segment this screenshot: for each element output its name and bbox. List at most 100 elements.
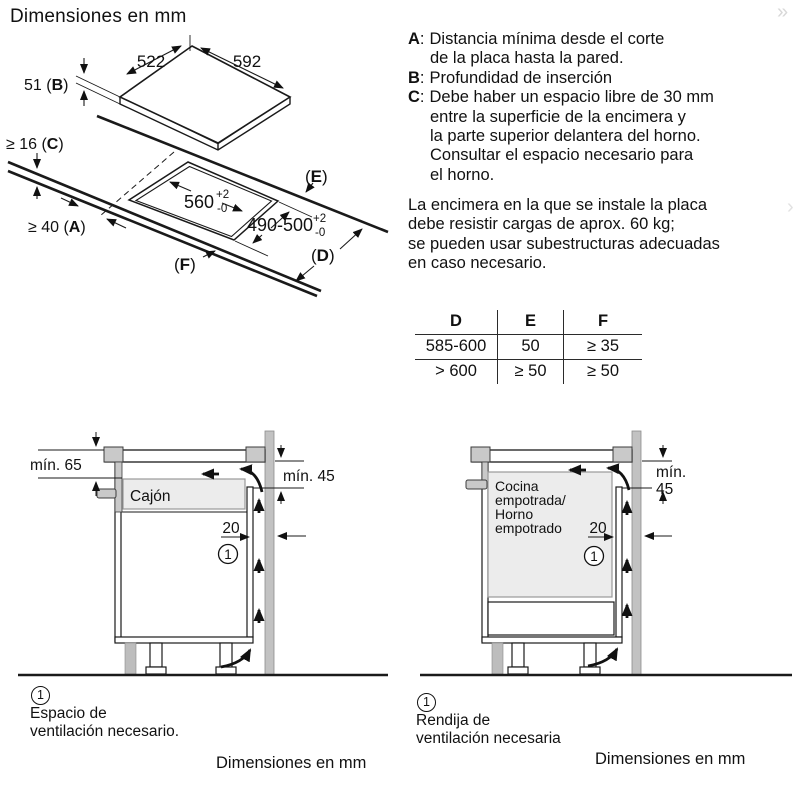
def-dimensions-table: D E F 585-600 50 ≥ 35 > 600 ≥ 50 ≥ 50 [415,310,642,384]
dim-min45: mín. 45 [283,468,335,485]
worktop-slab [7,114,389,298]
cabinet-back-panel [246,486,254,638]
dim-490-500-sub: -0 [315,227,325,239]
oven-label-line: Cocina [495,478,539,494]
cell-f2: ≥ 50 [563,359,642,384]
footnote-marker: 1 [31,686,50,705]
dim-min-label: mín. [656,464,686,481]
paragraph-line: La encimera en la que se instale la plac… [408,196,708,214]
caption-line: ventilación necesario. [30,723,180,740]
oven-label-line: empotrado [495,520,562,536]
cabinet-bottom [114,636,254,644]
column-header-d: D [415,310,498,335]
dim-560-sup: +2 [216,189,229,201]
hob-edge-right [245,446,266,463]
vent-marker-number: 1 [224,547,232,562]
note-a: A:Distancia mínima desde el corte [408,30,665,48]
airflow-arrows [201,464,265,669]
dim-gap20: 20 [589,520,607,537]
dim-490-500-sup: +2 [313,213,326,225]
page-title: Dimensiones en mm [10,6,187,27]
cabinet [481,462,623,675]
cabinet-back-panel [615,486,623,638]
units-note-left: Dimensiones en mm [216,754,367,772]
wall [264,430,275,676]
airflow-arrows [568,463,633,668]
column-header-f: F [563,310,642,335]
dimension-lines [588,445,672,541]
note-c-line5: el horno. [430,165,495,184]
dim-min-value: 45 [656,481,673,498]
dim-min65: mín. 65 [30,457,82,474]
drawer-box [122,478,246,510]
gallery-next-icon[interactable]: » [777,1,789,23]
note-c-line3: la parte superior delantera del horno. [430,127,701,146]
cutout-opening [127,161,313,257]
table-row: > 600 ≥ 50 ≥ 50 [415,359,642,384]
dim-51b: 51 (B) [24,77,68,94]
cell-e2: ≥ 50 [497,359,564,384]
hob-front-strip [481,461,489,483]
left-caption: Espacio de ventilación necesario. [30,705,179,741]
legend-notes: A:Distancia mínima desde el corte de la … [408,30,714,185]
dim-592: 592 [233,52,261,71]
dim-490-500: 490-500 [247,215,313,235]
note-c-line2: entre la superficie de la encimera y [430,107,686,126]
handle [96,488,117,499]
plinth [124,642,137,675]
dim-560-sub: -0 [217,203,227,215]
column-header-e: E [497,310,564,335]
label-e: (E) [305,167,328,186]
dimension-arrows [33,35,363,282]
cell-d1: 585-600 [415,334,498,360]
hob-front-strip [114,461,123,513]
load-capacity-paragraph: La encimera en la que se instale la plac… [408,196,720,274]
oven-box [487,471,613,598]
plinth [491,642,504,675]
leg-foot [507,666,529,675]
dim-40a: ≥ 40 (A) [28,219,86,236]
paragraph-line: en caso necesario. [408,254,547,273]
lower-drawer [487,601,615,636]
cell-e1: 50 [497,334,564,360]
hob-edge-right [612,446,633,463]
cabinet-bottom [481,636,623,644]
caption-line: Rendija de [416,712,491,729]
hob-edge-left [470,446,491,463]
oven-label-line: Horno [495,506,533,522]
label-f: (F) [174,255,196,274]
drawer-label: Cajón [130,488,171,505]
dim-522: 522 [137,52,165,71]
caption-line: ventilación necesaria [416,730,561,747]
paragraph-line: debe resistir cargas de aprox. 60 kg; [408,215,675,234]
cabinet-leg [511,642,525,668]
countertop [471,449,633,463]
paragraph-line: se pueden usar subestructuras adecuadas [408,234,720,253]
note-c-line4: Consultar el espacio necesario para [430,146,694,165]
cutout-extension-dashed-line [99,151,175,217]
ventilation-diagram-drawer: Cajón mín. 65 mín. 45 20 1 [18,430,388,677]
leg-foot [579,666,601,675]
vent-marker-circle [217,543,239,565]
dim-gap20: 20 [222,520,240,537]
leg-foot [145,666,167,675]
table-row: 585-600 50 ≥ 35 [415,334,642,360]
gallery-next-icon-2[interactable]: › [787,196,794,218]
cell-d2: > 600 [435,362,477,380]
isometric-cutout-diagram: 522 592 51 (B) ≥ 16 (C) ≥ 40 (A) (E) (F)… [6,35,389,298]
leg-foot [215,666,237,675]
handle [465,479,488,490]
wall [631,430,642,676]
units-note-right: Dimensiones en mm [595,750,746,768]
vent-marker-circle [583,545,605,567]
oven-label-line: empotrada/ [495,492,566,508]
note-b: B:Profundidad de inserción [408,68,613,87]
vent-marker-number: 1 [590,549,598,564]
cabinet-leg [149,642,163,668]
caption-line: Espacio de [30,705,107,722]
note-a-line2: de la placa hasta la pared. [430,49,624,68]
ventilation-diagram-oven: Cocina empotrada/ Horno empotrado mín. 4… [420,430,792,677]
cell-f1: ≥ 35 [563,334,642,360]
label-d: (D) [311,246,335,265]
countertop [104,449,266,463]
